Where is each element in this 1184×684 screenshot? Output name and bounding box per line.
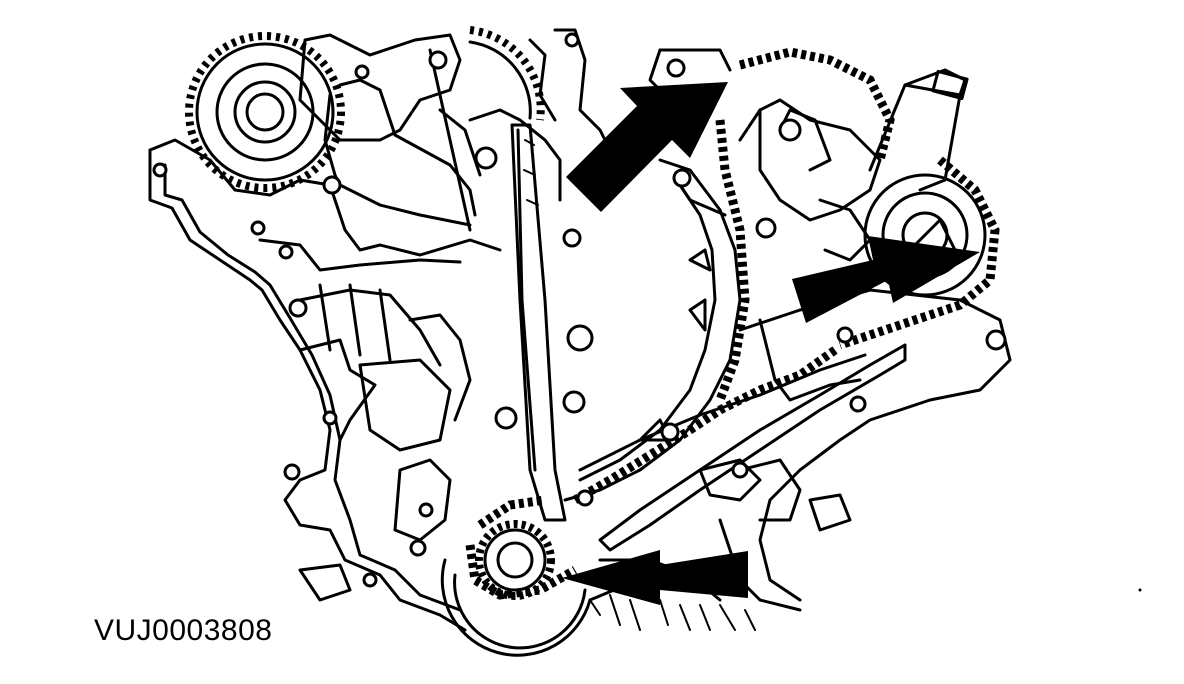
stray-dot	[1138, 588, 1142, 592]
tensioner-arm	[563, 158, 742, 502]
chain-guide	[510, 123, 567, 522]
chain-tensioner	[738, 68, 969, 262]
camshaft-bracket	[298, 33, 482, 232]
callout-arrows	[562, 82, 980, 605]
arrow-right-chain	[792, 236, 980, 323]
intermediate-sprocket	[468, 26, 545, 121]
arrow-crankshaft	[562, 550, 748, 605]
bolts	[152, 32, 1007, 588]
exhaust-camshaft-sprocket	[185, 32, 345, 192]
hatch-marks	[589, 594, 756, 631]
crankshaft-sprocket	[440, 520, 652, 657]
lower-chain-guide	[578, 343, 907, 552]
timing-chain	[465, 47, 1000, 600]
figure-code-label: VUJ0003808	[94, 614, 273, 647]
arrow-top-chain	[566, 82, 728, 212]
